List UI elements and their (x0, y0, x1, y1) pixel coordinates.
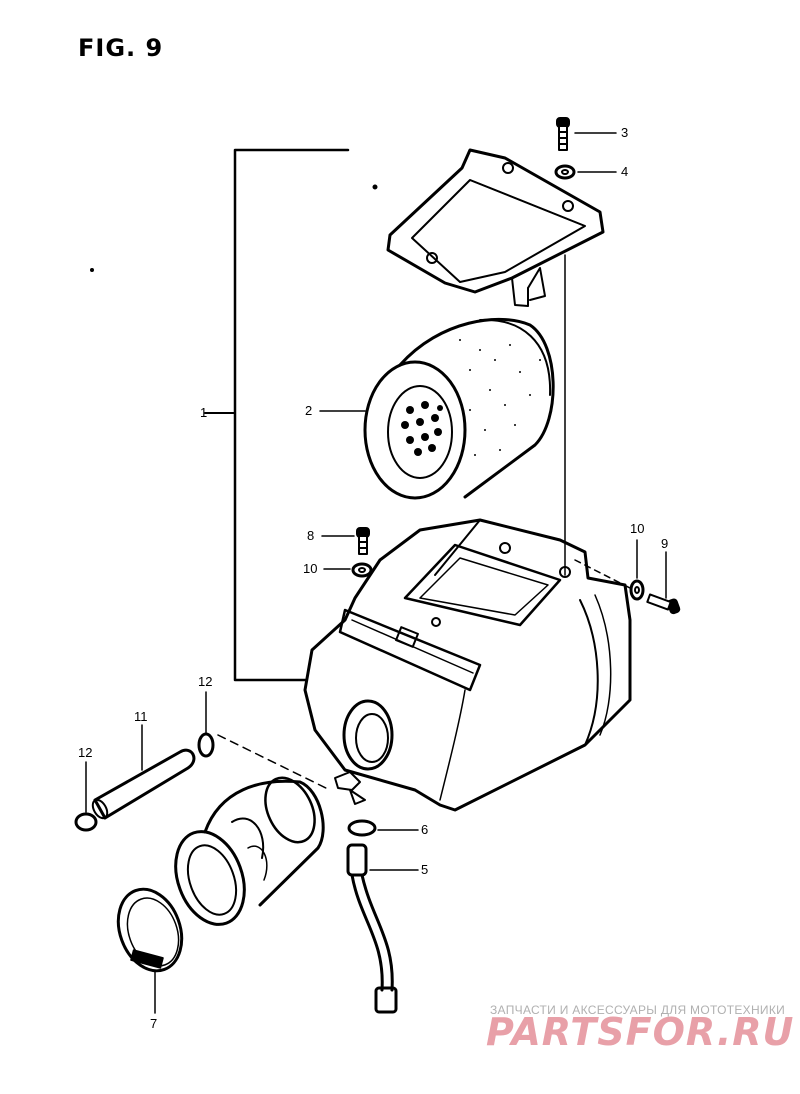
intake-joint (174, 776, 325, 926)
figure-title: FIG. 9 (78, 34, 164, 62)
washer-4 (554, 164, 617, 180)
bolt-8 (321, 527, 370, 555)
bolt-9 (646, 551, 681, 615)
callout-5: 5 (421, 862, 429, 877)
air-cleaner-cover (386, 148, 605, 307)
drain-hose-5 (346, 843, 419, 1014)
breather-pipe-11 (91, 724, 196, 820)
bolt-3 (556, 117, 617, 151)
callout-1: 1 (200, 405, 208, 420)
clip-12-left (74, 761, 98, 832)
callout-11: 11 (134, 709, 148, 724)
callout-10-left: 10 (303, 561, 318, 576)
callout-12-right: 12 (198, 674, 213, 689)
washer-10-right (574, 539, 645, 601)
air-cleaner-case (303, 518, 632, 812)
callout-6: 6 (421, 822, 429, 837)
clip-12-right (197, 691, 331, 791)
callout-4: 4 (621, 164, 629, 179)
hose-clamp-7 (116, 887, 184, 1014)
callout-7: 7 (150, 1016, 158, 1031)
assembly-bracket (204, 148, 350, 682)
watermark-logo: PARTSFOR.RU (486, 1010, 795, 1054)
filter-element (319, 317, 555, 500)
callout-8: 8 (307, 528, 315, 543)
washer-10-left (323, 562, 373, 578)
watermark-tagline: ЗАПЧАСТИ И АКСЕССУАРЫ ДЛЯ МОТОТЕХНИКИ (490, 1003, 786, 1017)
callout-9: 9 (661, 536, 669, 551)
callout-3: 3 (621, 125, 629, 140)
clip-6 (347, 819, 419, 837)
callout-12-left: 12 (78, 745, 93, 760)
callout-2: 2 (305, 403, 313, 418)
callout-10-right: 10 (630, 521, 645, 536)
